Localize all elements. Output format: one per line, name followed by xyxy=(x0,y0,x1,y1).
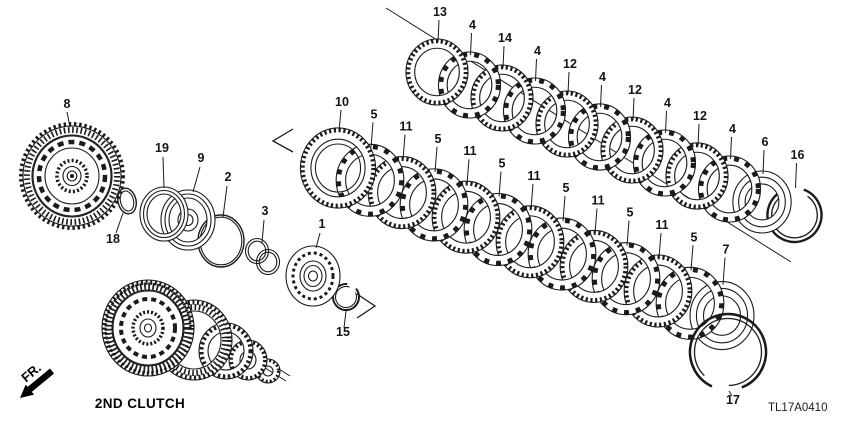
part-retainer xyxy=(285,245,341,307)
part-label-12: 12 xyxy=(693,109,707,123)
part-label-11: 11 xyxy=(399,120,412,134)
part-label-17: 17 xyxy=(726,393,740,407)
part-label-12: 12 xyxy=(628,83,642,97)
part-label-4: 4 xyxy=(534,44,541,58)
part-ring-toothed-disc xyxy=(367,156,437,230)
left-part-labels: 8 18 19 9 2 3 1 15 xyxy=(64,97,350,339)
part-label-11: 11 xyxy=(591,193,604,207)
part-ring-toothed-disc xyxy=(495,205,565,279)
part-label-4: 4 xyxy=(599,70,606,84)
part-label-4: 4 xyxy=(664,96,671,110)
part-label-3: 3 xyxy=(262,204,269,218)
part-o-ring xyxy=(117,187,137,215)
part-ring-tabbed-plate xyxy=(502,77,567,145)
view-chevron-left-icon xyxy=(271,128,294,153)
part-label-5: 5 xyxy=(563,181,570,195)
part-ring-toothed-end xyxy=(299,127,377,209)
part-ring-plain-ring xyxy=(732,170,792,234)
part-ring-tabbed-plate xyxy=(567,103,632,171)
part-label-2: 2 xyxy=(225,170,232,184)
upper-plate-stack: 13 4 14 4 12 4 12 4 12 4 6 16 xyxy=(405,5,823,244)
part-ring-toothed-disc xyxy=(559,229,629,303)
part-label-4: 4 xyxy=(469,18,476,32)
part-label-14: 14 xyxy=(498,31,512,45)
part-label-18: 18 xyxy=(106,232,120,246)
part-ring-toothed-disc xyxy=(535,90,599,158)
part-label-5: 5 xyxy=(371,107,378,121)
assembly-name-label: 2ND CLUTCH xyxy=(95,396,185,411)
part-ring-tabbed-plate xyxy=(655,266,725,340)
part-label-5: 5 xyxy=(499,157,506,171)
part-seal-ring xyxy=(139,186,189,242)
part-label-7: 7 xyxy=(723,243,730,257)
part-label-12: 12 xyxy=(563,57,577,71)
part-label-5: 5 xyxy=(627,206,634,220)
part-label-9: 9 xyxy=(198,151,205,165)
part-label-4: 4 xyxy=(729,122,736,136)
part-ring-tabbed-plate xyxy=(697,155,762,223)
part-label-1: 1 xyxy=(319,217,326,231)
part-label-6: 6 xyxy=(762,135,769,149)
part-label-8: 8 xyxy=(64,97,71,111)
diagram-graphics: 1341441241241246161051151151151151157178… xyxy=(19,5,823,407)
part-ring-toothed-disc xyxy=(431,180,501,254)
part-ring-toothed-disc xyxy=(665,142,729,210)
part-label-16: 16 xyxy=(791,148,805,162)
part-label-5: 5 xyxy=(691,230,698,244)
part-ring-toothed-disc xyxy=(470,64,534,132)
part-label-10: 10 xyxy=(335,95,349,109)
part-clutch-drum xyxy=(19,122,125,230)
part-label-11: 11 xyxy=(655,218,668,232)
part-label-15: 15 xyxy=(336,325,350,339)
fr-direction-arrow-icon xyxy=(20,368,55,398)
diagram-code: TL17A0410 xyxy=(768,402,827,414)
part-ring-toothed-disc xyxy=(600,116,664,184)
part-ring-tabbed-plate xyxy=(437,51,502,119)
part-ring-tabbed-plate xyxy=(463,193,533,266)
part-ring-tabbed-plate xyxy=(527,217,597,291)
part-ring-toothed-disc xyxy=(405,38,469,106)
part-ring-toothed-disc xyxy=(623,254,693,328)
second-clutch-assembly xyxy=(101,279,291,384)
part-label-11: 11 xyxy=(463,144,476,158)
part-ring-snap-ring xyxy=(766,186,823,244)
part-label-11: 11 xyxy=(527,169,540,183)
part-check-rings xyxy=(244,237,281,276)
part-ring-tabbed-plate xyxy=(632,129,697,197)
view-chevron-right-icon xyxy=(356,293,377,319)
part-ring-tabbed-plate xyxy=(399,168,469,242)
part-ring-tabbed-plate xyxy=(591,242,661,316)
part-label-13: 13 xyxy=(433,5,447,19)
part-label-5: 5 xyxy=(435,132,442,146)
part-label-19: 19 xyxy=(155,141,169,155)
